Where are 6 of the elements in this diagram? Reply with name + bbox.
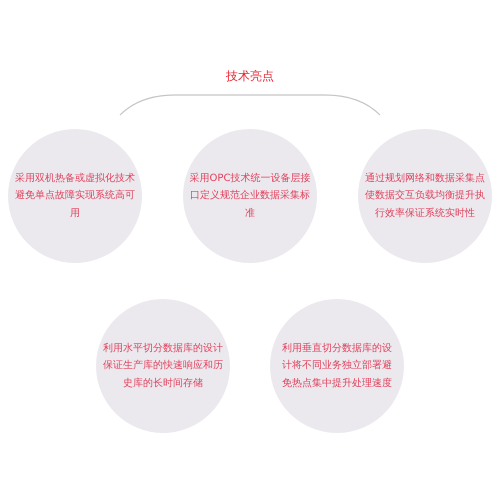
circle-text: 采用双机热备或虚拟化技术避免单点故障实现系统高可用 <box>14 172 136 221</box>
circle-text: 利用水平切分数据库的设计保证生产库的快速响应和历史库的长时间存储 <box>102 342 224 391</box>
circle-text: 采用OPC技术统一设备层接口定义规范企业数据采集标准 <box>189 172 311 221</box>
circle-text: 利用垂直切分数据库的设计将不同业务独立部署避免热点集中提升处理速度 <box>281 342 393 391</box>
circle-text: 通过规划网络和数据采集点使数据交互负载均衡提升执行效率保证系统实时性 <box>364 172 486 221</box>
title: 技术亮点 <box>225 68 275 85</box>
